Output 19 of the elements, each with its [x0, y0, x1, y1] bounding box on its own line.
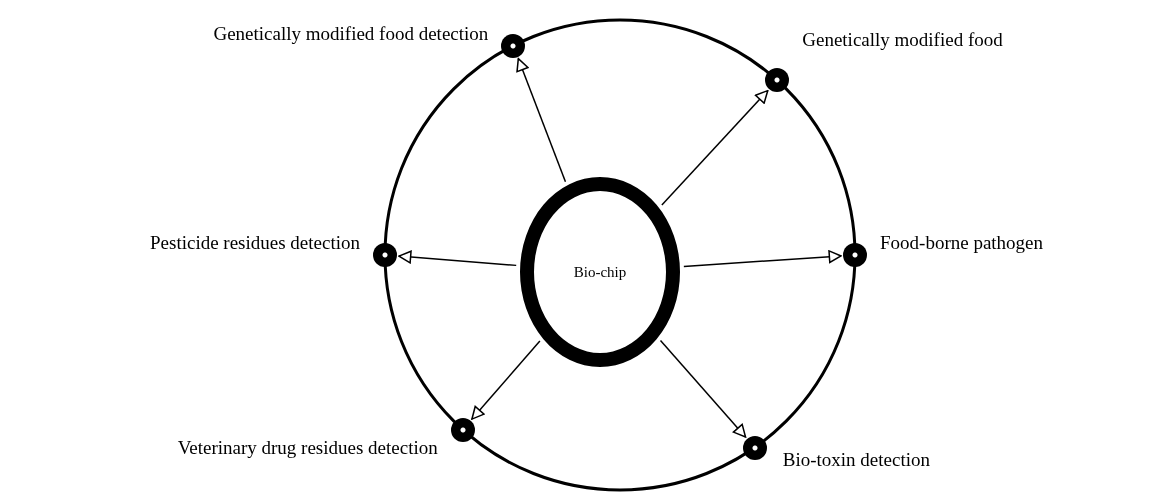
- node-caption: Bio-toxin detection: [782, 448, 930, 471]
- node-caption: Veterinary drug residues detection: [177, 436, 438, 459]
- arrow: [471, 340, 541, 420]
- arrow: [398, 250, 517, 267]
- node-caption: Food-borne pathogen: [880, 232, 1044, 254]
- dot-marker: [373, 243, 397, 267]
- dot-marker: [501, 33, 526, 58]
- arrow: [683, 250, 842, 268]
- node-caption: Genetically modified food: [802, 29, 1003, 52]
- node-label: Bio-chip: [573, 263, 627, 281]
- node-caption: Pesticide residues detection: [150, 232, 360, 254]
- arrow: [661, 89, 769, 206]
- dot-marker: [843, 243, 867, 267]
- dot-marker: [450, 417, 475, 442]
- arrow: [516, 57, 567, 183]
- dot-marker: [742, 435, 767, 460]
- arrow: [659, 339, 747, 438]
- node-caption: Genetically modified food detection: [213, 22, 489, 45]
- dot-marker: [765, 68, 790, 93]
